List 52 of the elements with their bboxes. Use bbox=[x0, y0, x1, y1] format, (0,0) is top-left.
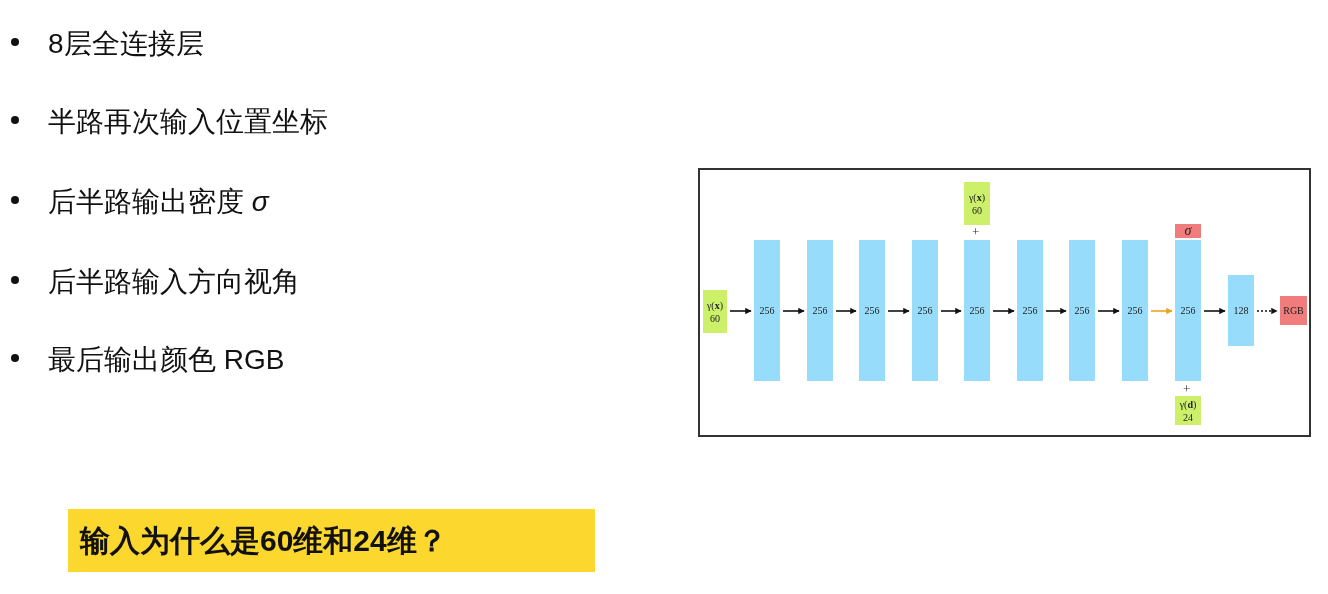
bullet-text: 后半路输入方向视角 bbox=[48, 265, 300, 299]
node-text: 60 bbox=[972, 203, 982, 217]
arrow bbox=[887, 307, 910, 315]
input-encoding-box bbox=[703, 290, 727, 333]
bullet-text: 8层全连接层 bbox=[48, 27, 204, 61]
arrow bbox=[940, 307, 962, 315]
node-text: 256 bbox=[864, 304, 880, 317]
node-text: 256 bbox=[1180, 304, 1196, 317]
arrow bbox=[1256, 307, 1278, 315]
arrow bbox=[835, 307, 857, 315]
node-text: 128 bbox=[1233, 304, 1249, 317]
node-text: 60 bbox=[710, 311, 720, 325]
node-text: γ(d) bbox=[1179, 397, 1197, 411]
arrow bbox=[1045, 307, 1067, 315]
layer-bar bbox=[859, 240, 885, 381]
node-text: 256 bbox=[812, 304, 828, 317]
output-box bbox=[1175, 224, 1201, 238]
arrow bbox=[1097, 307, 1120, 315]
node-text: γ(x) bbox=[968, 190, 986, 204]
node-text: 256 bbox=[969, 304, 985, 317]
layer-bar bbox=[964, 240, 990, 381]
bullet-text: 半路再次输入位置坐标 bbox=[48, 105, 328, 139]
layer-bar bbox=[807, 240, 833, 381]
node-text: RGB bbox=[1283, 304, 1304, 317]
input-encoding-box bbox=[1175, 396, 1201, 425]
node-text: σ bbox=[1184, 221, 1192, 240]
input-encoding-box bbox=[964, 182, 990, 225]
node-text: 256 bbox=[759, 304, 775, 317]
arrow bbox=[1150, 307, 1173, 315]
arrow bbox=[782, 307, 805, 315]
node-text: 256 bbox=[1127, 304, 1143, 317]
node-text: 256 bbox=[1022, 304, 1038, 317]
layer-bar bbox=[1017, 240, 1043, 381]
layer-bar bbox=[1069, 240, 1095, 381]
arrow bbox=[1203, 307, 1226, 315]
arrow bbox=[729, 307, 752, 315]
question-banner: 输入为什么是60维和24维？ bbox=[68, 509, 595, 572]
node-text: 24 bbox=[1183, 410, 1193, 424]
bullet-text: 后半路输出密度 σ bbox=[48, 185, 269, 219]
arrow bbox=[992, 307, 1015, 315]
layer-bar bbox=[1122, 240, 1148, 381]
node-text: 256 bbox=[1074, 304, 1090, 317]
node-text: 256 bbox=[917, 304, 933, 317]
plus-sign: + bbox=[1183, 381, 1191, 397]
node-text: γ(x) bbox=[706, 298, 724, 312]
layer-bar bbox=[754, 240, 780, 381]
layer-bar bbox=[1228, 275, 1254, 346]
output-box bbox=[1280, 296, 1307, 325]
layer-bar bbox=[912, 240, 938, 381]
bullet-text: 最后输出颜色 RGB bbox=[48, 343, 285, 377]
plus-sign: + bbox=[972, 224, 980, 240]
layer-bar bbox=[1175, 240, 1201, 381]
